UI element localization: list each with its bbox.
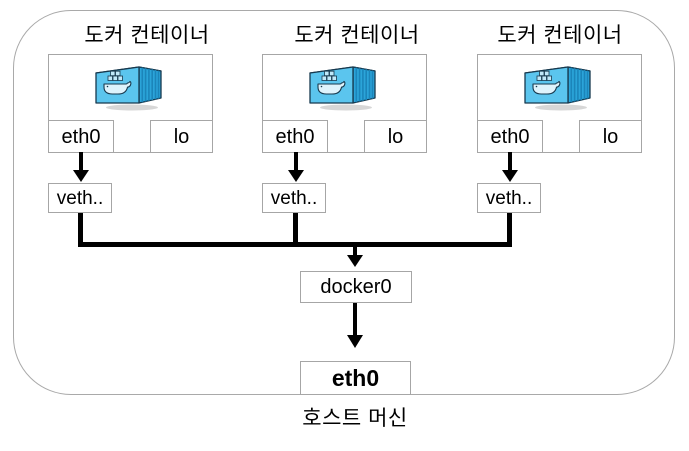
- arrow-bus-to-docker0: [347, 246, 363, 267]
- lo-interface-box: lo: [579, 120, 642, 153]
- arrow-eth0-to-veth: [502, 152, 518, 182]
- host-machine-label: 호스트 머신: [302, 407, 408, 430]
- veth-connector-line: [78, 213, 83, 247]
- host-eth0-box: eth0: [300, 361, 411, 395]
- docker0-bridge-box: docker0: [300, 271, 412, 303]
- lo-interface-box: lo: [364, 120, 427, 153]
- arrow-docker0-to-eth0: [347, 303, 363, 348]
- lo-interface-box: lo: [150, 120, 213, 153]
- container-title: 도커 컨테이너: [497, 24, 623, 47]
- arrow-eth0-to-veth: [73, 152, 89, 182]
- eth0-interface-box: eth0: [477, 120, 543, 153]
- container-title: 도커 컨테이너: [294, 24, 420, 47]
- veth-connector-line: [293, 213, 298, 247]
- docker-container-icon: [309, 66, 376, 111]
- docker-container-icon: [95, 66, 162, 111]
- docker-container-icon: [524, 66, 591, 111]
- eth0-interface-box: eth0: [262, 120, 328, 153]
- veth-box: veth..: [48, 183, 112, 213]
- container-title: 도커 컨테이너: [84, 24, 210, 47]
- eth0-interface-box: eth0: [48, 120, 114, 153]
- veth-box: veth..: [477, 183, 541, 213]
- veth-box: veth..: [262, 183, 326, 213]
- arrow-eth0-to-veth: [288, 152, 304, 182]
- bridge-bus-line: [78, 242, 512, 247]
- veth-connector-line: [507, 213, 512, 247]
